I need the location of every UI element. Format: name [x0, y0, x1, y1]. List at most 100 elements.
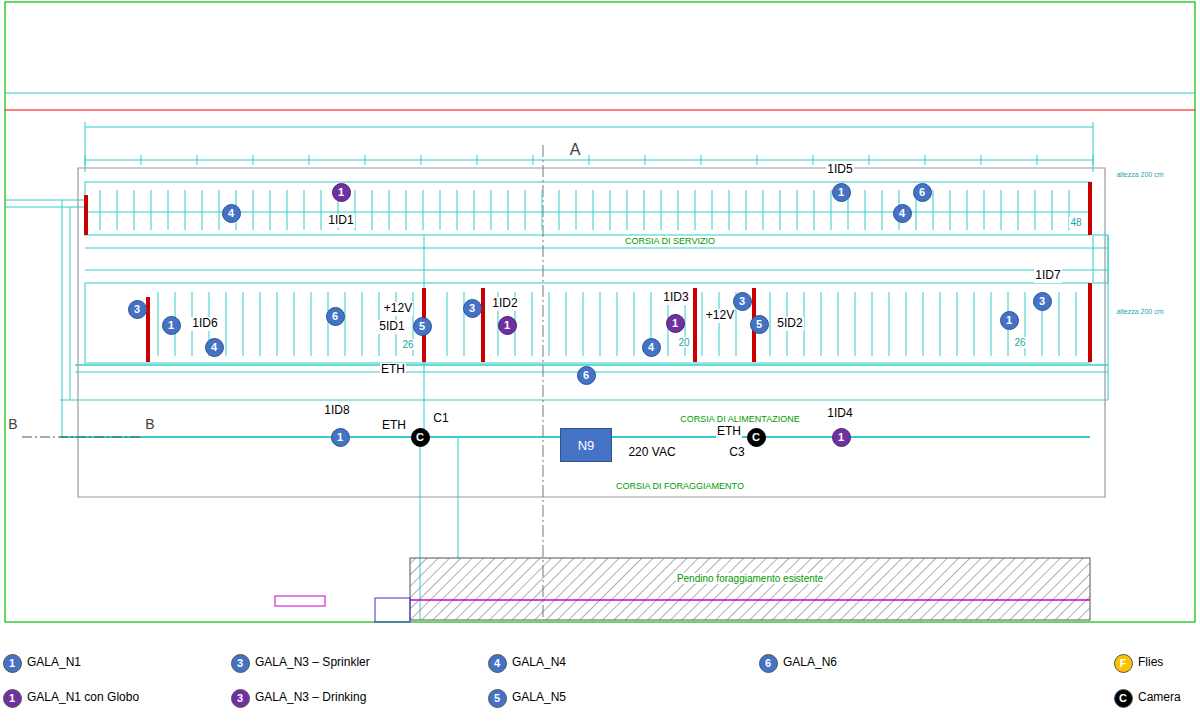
dimension-tick: [197, 155, 198, 165]
stall-tick: [770, 292, 771, 356]
corridor-line: [75, 364, 1108, 366]
stall-tick: [260, 292, 261, 356]
dimension-tick: [701, 155, 702, 165]
network-node-box: N9: [560, 428, 612, 462]
stall-tick: [957, 292, 958, 356]
sensor-marker: 3: [463, 299, 482, 318]
stall-tick: [1035, 190, 1036, 230]
pipe-line: [62, 200, 63, 437]
stall-tick: [583, 292, 584, 356]
stall-tick: [763, 190, 764, 230]
stall-tick: [991, 292, 992, 356]
marker-number: 6: [583, 370, 589, 381]
pen-row: [85, 283, 1090, 363]
device-id: 1ID4: [826, 407, 853, 420]
stall-tick: [719, 292, 720, 356]
stall-tick: [797, 190, 798, 230]
area-name: Pendino foraggiamento esistente: [676, 573, 824, 584]
stall-tick: [294, 292, 295, 356]
stall-tick: [185, 190, 186, 230]
marker-number: 4: [228, 208, 234, 219]
boundary-line: [5, 109, 1195, 110]
dimension-tick: [1093, 122, 1094, 172]
stall-tick: [729, 190, 730, 230]
device-id: 5ID2: [776, 317, 803, 330]
camera-marker: C: [747, 428, 766, 447]
stall-tick: [617, 292, 618, 356]
stall-tick: [661, 190, 662, 230]
stall-tick: [158, 292, 159, 356]
stall-tick: [287, 190, 288, 230]
sensor-marker: 4: [642, 338, 661, 357]
feeding-rail-area: [410, 558, 1090, 620]
stall-tick: [923, 292, 924, 356]
area-name: CORSIA DI ALIMENTAZIONE: [679, 415, 800, 425]
pipe-line: [70, 207, 71, 400]
section-line: [22, 437, 142, 438]
sensor-marker: 4: [205, 338, 224, 357]
pen-divider: [146, 297, 150, 362]
device-id: 1ID1: [327, 214, 354, 227]
dimension-tick: [477, 155, 478, 165]
dimension-tick: [421, 155, 422, 165]
marker-number: 6: [332, 311, 338, 322]
device-id: 5ID1: [378, 320, 405, 333]
marker-number: 1: [672, 318, 678, 329]
stall-tick: [644, 190, 645, 230]
stall-tick: [270, 190, 271, 230]
stall-tick: [508, 190, 509, 230]
stall-tick: [362, 292, 363, 356]
corridor-line: [60, 400, 1108, 401]
dimension-tick: [1093, 155, 1094, 165]
wall-line: [1108, 235, 1109, 400]
section-mark: B: [144, 417, 155, 432]
stall-tick: [906, 292, 907, 356]
marker-number: 4: [211, 342, 217, 353]
power-label: 220 VAC: [627, 446, 676, 459]
corridor-line: [85, 270, 1108, 271]
network-label: ETH: [716, 425, 742, 438]
dimension-tick: [869, 155, 870, 165]
marker-number: 3: [469, 303, 475, 314]
sensor-marker: 6: [577, 366, 596, 385]
stall-tick: [627, 190, 628, 230]
stall-tick: [610, 190, 611, 230]
marker-number: C: [416, 432, 424, 443]
stall-tick: [168, 190, 169, 230]
stall-tick: [423, 190, 424, 230]
dimension-tick: [925, 155, 926, 165]
dimension-line: [85, 127, 1093, 128]
stall-tick: [311, 292, 312, 356]
sensor-marker: 6: [913, 183, 932, 202]
stall-tick: [117, 190, 118, 230]
stall-tick: [202, 190, 203, 230]
swatch-number: 1: [8, 692, 16, 704]
stall-tick: [940, 292, 941, 356]
pen-divider: [1088, 283, 1092, 362]
marker-number: 1: [838, 432, 844, 443]
marker-number: 1: [504, 320, 510, 331]
camera-id: C1: [432, 412, 449, 425]
section-mark: A: [569, 141, 582, 159]
height-note: altezza 200 cm: [1115, 171, 1164, 179]
swatch-number: 4: [493, 657, 501, 669]
sensor-marker: 3: [733, 292, 752, 311]
stall-tick: [542, 190, 543, 230]
marker-number: 1: [168, 320, 174, 331]
stall-tick: [1076, 292, 1077, 356]
stall-tick: [1001, 190, 1002, 230]
stall-tick: [702, 292, 703, 356]
stall-tick: [1018, 190, 1019, 230]
sensor-marker: 5: [750, 315, 769, 334]
pen-number: 48: [1069, 217, 1082, 228]
area-name: CORSIA DI FORAGGIAMENTO: [615, 482, 745, 492]
device-id: 1ID5: [826, 163, 853, 176]
marker-number: 3: [1039, 296, 1045, 307]
sensor-marker: 3: [1033, 292, 1052, 311]
stall-tick: [389, 190, 390, 230]
legend-label: GALA_N5: [512, 691, 566, 704]
marker-number: 6: [919, 187, 925, 198]
stall-tick: [345, 292, 346, 356]
rail-box: [275, 596, 325, 606]
